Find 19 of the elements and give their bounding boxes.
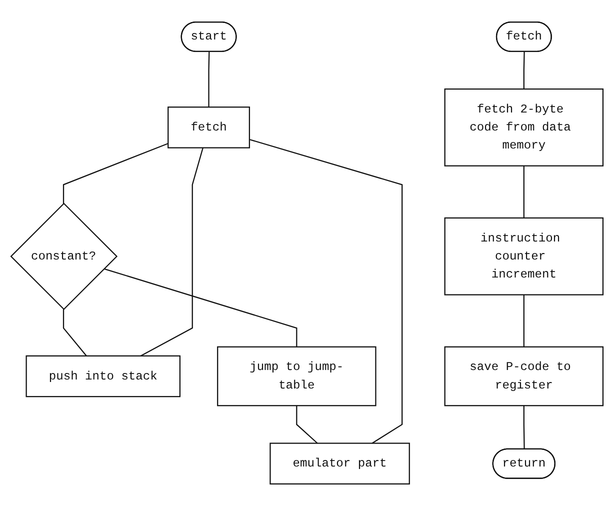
connector xyxy=(523,52,525,90)
connector xyxy=(523,166,524,218)
connector xyxy=(62,142,168,204)
node-diamond: constant? xyxy=(10,202,118,310)
node-box: save P-code to register xyxy=(444,346,604,406)
connector xyxy=(249,138,403,444)
connector xyxy=(104,268,298,347)
connector xyxy=(140,148,204,356)
connector xyxy=(523,406,525,450)
connector xyxy=(296,406,318,444)
node-box: jump to jump-table xyxy=(217,346,376,406)
node-box: fetch xyxy=(168,106,250,148)
node-box: push into stack xyxy=(26,355,180,398)
node-box: emulator part xyxy=(270,442,410,484)
connector xyxy=(523,294,524,347)
node-box: instruction counter increment xyxy=(444,217,604,296)
connector xyxy=(208,52,210,108)
node-box: fetch 2-byte code from data memory xyxy=(444,88,604,166)
connector xyxy=(62,309,87,356)
